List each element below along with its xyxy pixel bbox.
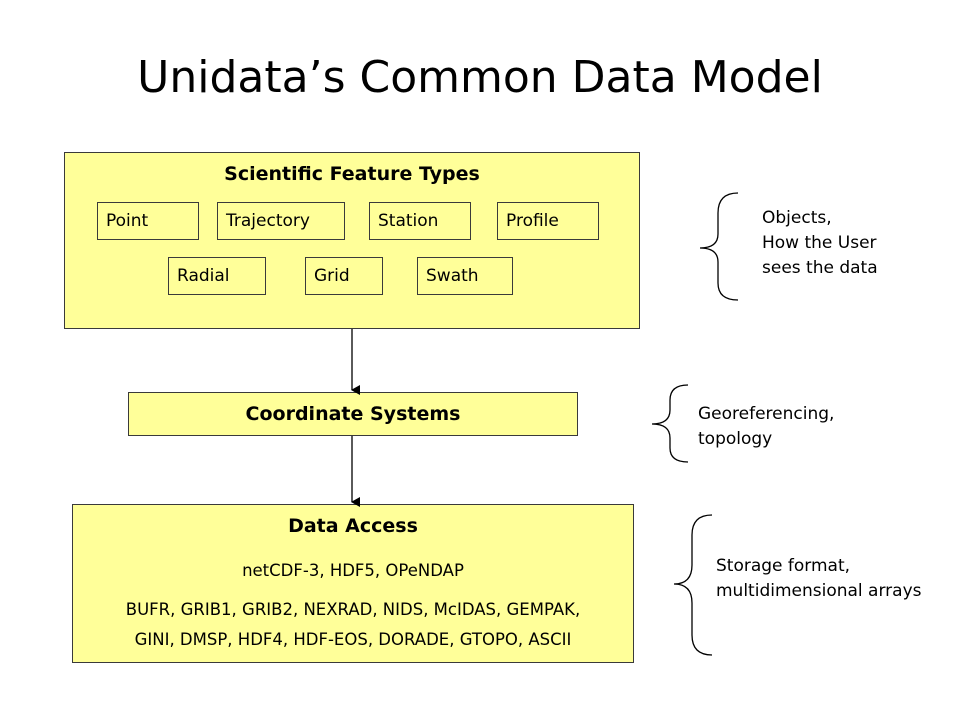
brace-objects	[699, 192, 739, 301]
data-access-formats-line-3: GINI, DMSP, HDF4, HDF-EOS, DORADE, GTOPO…	[134, 630, 572, 649]
feature-type-grid: Grid	[305, 257, 383, 295]
page-title: Unidata’s Common Data Model	[137, 52, 823, 103]
feature-type-profile: Profile	[497, 202, 599, 240]
feature-types-heading: Scientific Feature Types	[224, 163, 480, 185]
feature-type-point: Point	[97, 202, 199, 240]
annotation-objects-line-2: How the User	[762, 233, 877, 253]
annotation-georeferencing-line-1: Georeferencing,	[698, 404, 835, 424]
annotation-storage-line-2: multidimensional arrays	[716, 581, 922, 601]
annotation-storage: Storage format, multidimensional arrays	[716, 554, 922, 604]
feature-type-radial: Radial	[168, 257, 266, 295]
data-access-formats-primary: netCDF-3, HDF5, OPeNDAP	[242, 561, 464, 580]
feature-types-panel: Scientific Feature Types Point Trajector…	[64, 152, 640, 329]
data-access-formats-line-2: BUFR, GRIB1, GRIB2, NEXRAD, NIDS, McIDAS…	[125, 600, 581, 619]
data-access-heading: Data Access	[288, 515, 418, 537]
annotation-objects: Objects, How the User sees the data	[762, 206, 878, 281]
annotation-objects-line-1: Objects,	[762, 208, 832, 228]
feature-type-trajectory: Trajectory	[217, 202, 345, 240]
annotation-storage-line-1: Storage format,	[716, 556, 851, 576]
coordinate-systems-heading: Coordinate Systems	[245, 403, 461, 425]
annotation-georeferencing: Georeferencing, topology	[698, 402, 834, 452]
annotation-objects-line-3: sees the data	[762, 258, 878, 278]
brace-georeferencing	[651, 384, 689, 463]
feature-type-swath: Swath	[417, 257, 513, 295]
coordinate-systems-panel: Coordinate Systems	[128, 392, 578, 436]
annotation-georeferencing-line-2: topology	[698, 429, 773, 449]
feature-type-station: Station	[369, 202, 471, 240]
brace-storage	[673, 514, 713, 656]
